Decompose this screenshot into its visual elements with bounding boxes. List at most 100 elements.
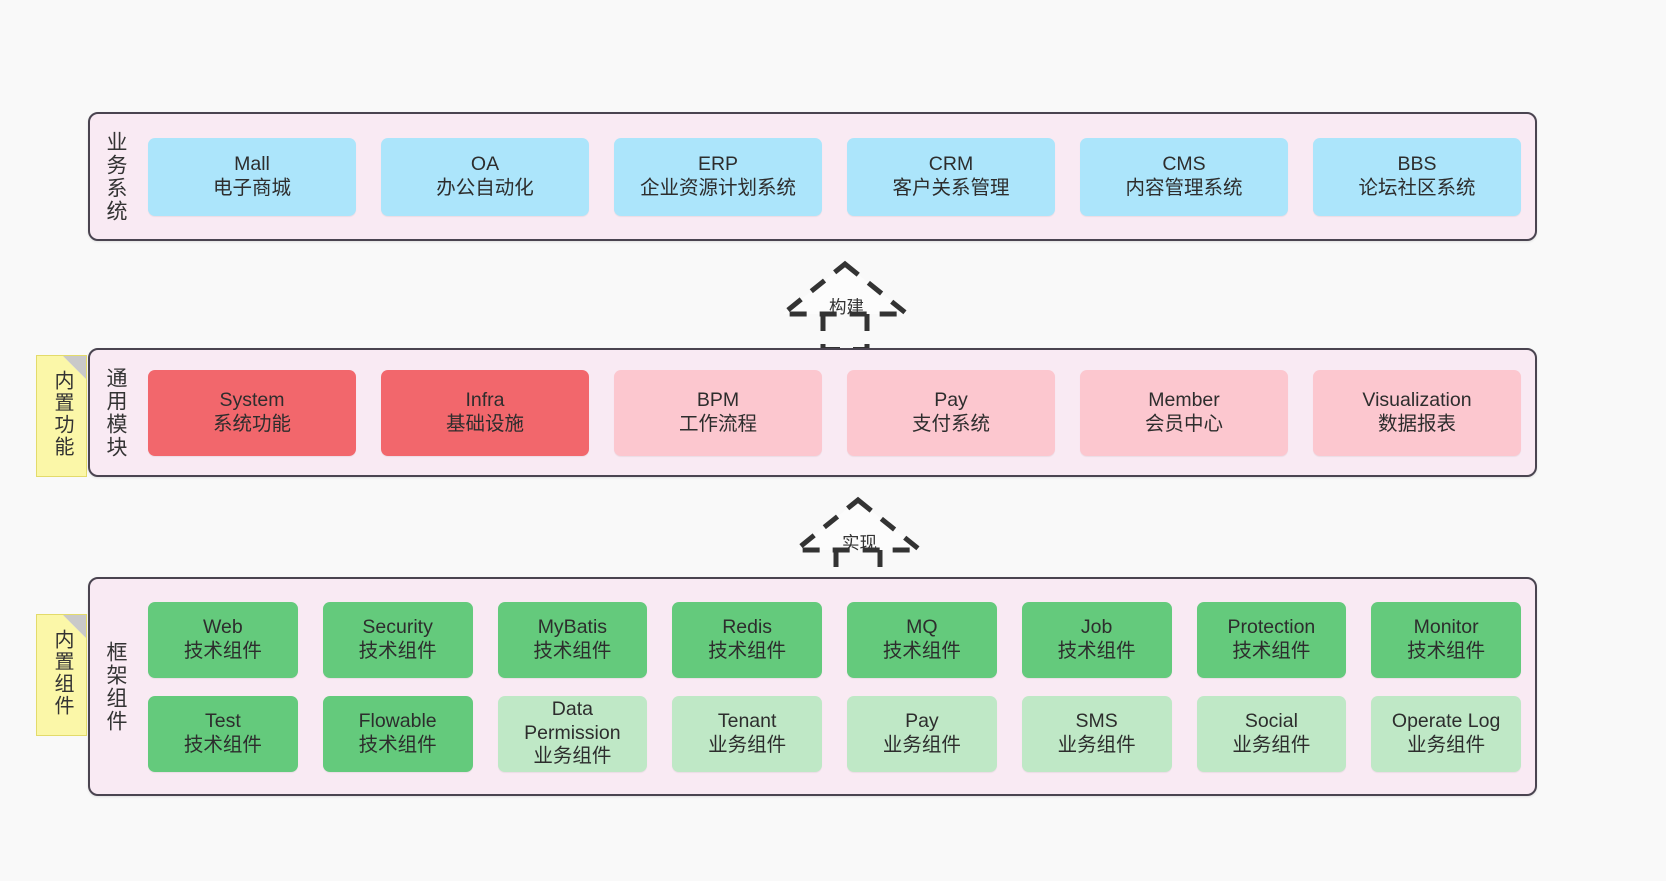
connector-build: 构建 — [755, 256, 935, 352]
layer-common-module: 通用模块 System 系统功能 Infra 基础设施 BPM 工作流程 Pay… — [88, 348, 1537, 477]
card-subtitle: 技术组件 — [708, 639, 787, 662]
card-title: ERP — [697, 152, 739, 175]
card-title: System — [219, 388, 285, 411]
layer-title-framework-component: 框架组件 — [104, 640, 128, 733]
sticky-note-builtin-component: 内置组件 — [36, 614, 87, 736]
card-title: CRM — [928, 152, 974, 175]
card-test[interactable]: Test 技术组件 — [148, 695, 298, 772]
card-title: MyBatis — [537, 615, 608, 638]
card-tenant[interactable]: Tenant 业务组件 — [672, 695, 822, 772]
card-title: Operate Log — [1391, 709, 1501, 732]
card-bbs[interactable]: BBS 论坛社区系统 — [1313, 137, 1521, 216]
business-card-row: Mall 电子商城 OA 办公自动化 ERP 企业资源计划系统 CRM 客户关系… — [148, 137, 1521, 216]
card-subtitle: 业务组件 — [533, 745, 612, 768]
card-title: Web — [203, 615, 243, 638]
sticky-fold-icon — [63, 615, 86, 638]
card-monitor[interactable]: Monitor 技术组件 — [1371, 601, 1521, 678]
card-pay-business[interactable]: Pay 业务组件 — [847, 695, 997, 772]
card-title: CMS — [1162, 152, 1206, 175]
card-subtitle: 客户关系管理 — [892, 176, 1010, 199]
card-title: SMS — [1075, 709, 1118, 732]
card-title: Security — [362, 615, 433, 638]
card-subtitle: 业务组件 — [708, 733, 787, 756]
card-title: Data Permission — [524, 697, 621, 744]
connector-implement-label: 实现 — [842, 533, 878, 553]
card-protection[interactable]: Protection 技术组件 — [1196, 601, 1347, 678]
sticky-note-label: 内置组件 — [51, 629, 73, 717]
card-title: BPM — [696, 388, 740, 411]
card-crm[interactable]: CRM 客户关系管理 — [847, 137, 1055, 216]
card-title: MQ — [906, 615, 938, 638]
card-title: Monitor — [1413, 615, 1479, 638]
sticky-fold-icon — [63, 356, 86, 379]
card-subtitle: 技术组件 — [358, 733, 437, 756]
card-subtitle: 内容管理系统 — [1125, 176, 1243, 199]
card-subtitle: 企业资源计划系统 — [639, 176, 796, 199]
layer-body-framework-component: Web 技术组件 Security 技术组件 MyBatis 技术组件 Redi… — [134, 579, 1535, 794]
card-subtitle: 业务组件 — [1407, 733, 1486, 756]
card-subtitle: 数据报表 — [1377, 412, 1456, 435]
card-subtitle: 业务组件 — [1057, 733, 1136, 756]
module-card-row: System 系统功能 Infra 基础设施 BPM 工作流程 Pay 支付系统… — [148, 369, 1521, 456]
card-mybatis[interactable]: MyBatis 技术组件 — [497, 601, 648, 678]
card-cms[interactable]: CMS 内容管理系统 — [1080, 137, 1288, 216]
card-subtitle: 技术组件 — [882, 639, 961, 662]
card-title: Redis — [722, 615, 773, 638]
card-subtitle: 业务组件 — [882, 733, 961, 756]
card-security[interactable]: Security 技术组件 — [322, 601, 473, 678]
card-sms[interactable]: SMS 业务组件 — [1021, 695, 1172, 772]
card-operate-log[interactable]: Operate Log 业务组件 — [1371, 695, 1521, 772]
sticky-note-label: 内置功能 — [51, 370, 73, 458]
card-pay[interactable]: Pay 支付系统 — [847, 369, 1055, 456]
card-data-permission[interactable]: Data Permission 业务组件 — [497, 695, 648, 772]
card-redis[interactable]: Redis 技术组件 — [672, 601, 822, 678]
card-title: Infra — [465, 388, 505, 411]
layer-title-business-system: 业务系统 — [104, 130, 128, 223]
card-subtitle: 系统功能 — [212, 412, 291, 435]
sticky-note-builtin-function: 内置功能 — [36, 355, 87, 477]
card-oa[interactable]: OA 办公自动化 — [381, 137, 589, 216]
card-bpm[interactable]: BPM 工作流程 — [614, 369, 822, 456]
card-title: Job — [1080, 615, 1113, 638]
card-erp[interactable]: ERP 企业资源计划系统 — [614, 137, 822, 216]
card-title: Social — [1244, 709, 1298, 732]
card-title: Pay — [934, 388, 968, 411]
framework-tech-row: Web 技术组件 Security 技术组件 MyBatis 技术组件 Redi… — [148, 601, 1521, 678]
card-subtitle: 办公自动化 — [436, 176, 534, 199]
card-subtitle: 技术组件 — [1407, 639, 1486, 662]
card-subtitle: 会员中心 — [1144, 412, 1223, 435]
card-title: Pay — [905, 709, 939, 732]
card-infra[interactable]: Infra 基础设施 — [381, 369, 589, 456]
card-member[interactable]: Member 会员中心 — [1080, 369, 1288, 456]
card-title: Mall — [234, 152, 270, 175]
connector-build-label: 构建 — [829, 297, 865, 317]
card-subtitle: 论坛社区系统 — [1358, 176, 1476, 199]
card-title: Visualization — [1362, 388, 1472, 411]
card-subtitle: 技术组件 — [1057, 639, 1136, 662]
layer-business-system: 业务系统 Mall 电子商城 OA 办公自动化 ERP 企业资源计划系统 CRM… — [88, 112, 1537, 241]
layer-framework-component: 框架组件 Web 技术组件 Security 技术组件 MyBatis 技术组件… — [88, 577, 1537, 796]
card-subtitle: 基础设施 — [445, 412, 524, 435]
card-flowable[interactable]: Flowable 技术组件 — [322, 695, 473, 772]
connector-implement: 实现 — [768, 492, 948, 588]
card-subtitle: 技术组件 — [533, 639, 612, 662]
card-subtitle: 电子商城 — [212, 176, 291, 199]
card-title: BBS — [1397, 152, 1437, 175]
card-system[interactable]: System 系统功能 — [148, 369, 356, 456]
layer-title-common-module: 通用模块 — [104, 366, 128, 459]
card-title: Flowable — [358, 709, 437, 732]
card-title: Tenant — [717, 709, 777, 732]
card-visualization[interactable]: Visualization 数据报表 — [1313, 369, 1521, 456]
layer-body-common-module: System 系统功能 Infra 基础设施 BPM 工作流程 Pay 支付系统… — [134, 350, 1535, 475]
card-mq[interactable]: MQ 技术组件 — [847, 601, 997, 678]
card-social[interactable]: Social 业务组件 — [1196, 695, 1347, 772]
card-job[interactable]: Job 技术组件 — [1021, 601, 1172, 678]
card-mall[interactable]: Mall 电子商城 — [148, 137, 356, 216]
card-subtitle: 支付系统 — [911, 412, 990, 435]
card-title: Protection — [1227, 615, 1316, 638]
card-title: OA — [470, 152, 500, 175]
card-subtitle: 技术组件 — [358, 639, 437, 662]
layer-body-business-system: Mall 电子商城 OA 办公自动化 ERP 企业资源计划系统 CRM 客户关系… — [134, 114, 1535, 239]
card-subtitle: 技术组件 — [1232, 639, 1311, 662]
card-web[interactable]: Web 技术组件 — [148, 601, 298, 678]
